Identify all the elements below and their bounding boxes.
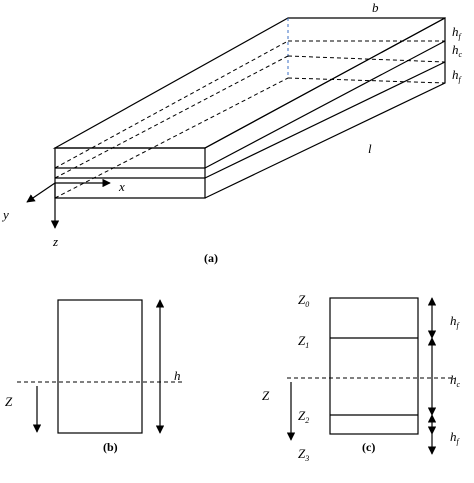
label-c-hf-top: hf <box>450 313 461 330</box>
caption-c: (c) <box>362 440 375 454</box>
panel-b: Z h (b) <box>5 299 183 454</box>
label-b-h: h <box>174 368 181 383</box>
label-a-hf-top: hf <box>452 24 463 41</box>
label-z: z <box>52 234 58 249</box>
label-c-Z: Z <box>262 388 270 403</box>
y-axis-arrow <box>26 182 56 203</box>
hidden-long-lower <box>54 55 289 179</box>
caption-b: (b) <box>103 440 118 454</box>
label-z3: Z3 <box>298 446 309 463</box>
label-x: x <box>118 179 125 194</box>
caption-a: (a) <box>204 251 218 265</box>
label-z0: Z0 <box>298 292 309 309</box>
label-y: y <box>1 207 9 222</box>
label-b: b <box>372 0 379 15</box>
panel-a-beam: b l x y z hf hc hf (a) <box>1 0 463 265</box>
label-a-hf-bot: hf <box>452 67 463 84</box>
beam-front-face <box>54 147 206 199</box>
label-z2: Z2 <box>298 408 309 425</box>
label-c-hc: hc <box>450 372 461 389</box>
beam-top-face <box>52 17 446 149</box>
hidden-back-lower <box>287 55 446 63</box>
label-z1: Z1 <box>298 333 309 350</box>
beam-side-face <box>204 16 446 199</box>
label-c-hf-bot: hf <box>450 429 461 446</box>
cross-section-rect <box>57 299 143 434</box>
laminate-rect <box>329 297 419 435</box>
panel-c: Z0 Z1 Z2 Z3 Z hf hc hf (c) <box>262 292 461 463</box>
hidden-back-bottom <box>287 77 446 84</box>
hidden-long-upper <box>54 40 289 169</box>
side-interface-lower <box>204 61 446 179</box>
label-l: l <box>368 141 372 156</box>
side-interface-upper <box>204 40 446 169</box>
label-a-hc: hc <box>452 42 463 59</box>
label-b-Z: Z <box>5 394 13 409</box>
hidden-long-bottom <box>54 77 289 199</box>
